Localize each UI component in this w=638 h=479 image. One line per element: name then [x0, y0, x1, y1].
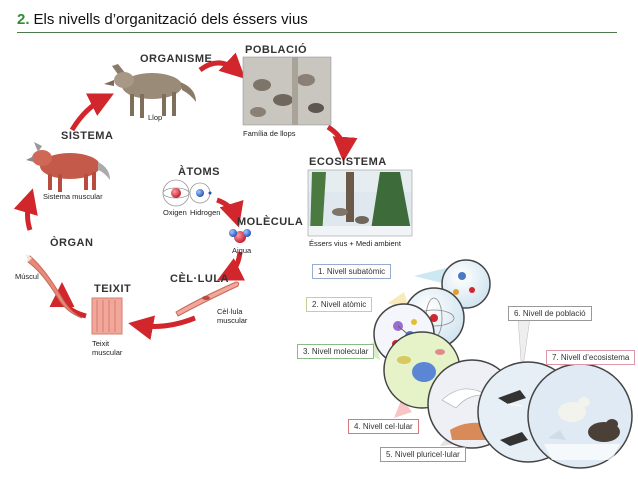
arrow-poblacio-ecosistema: [326, 124, 358, 162]
level-2-label: 2. Nivell atòmic: [306, 297, 373, 312]
level-6-label: 6. Nivell de població: [508, 306, 592, 321]
teixit-caption-line1: Teixit: [92, 339, 110, 348]
water-molecule-illustration: [229, 229, 251, 243]
atoms-illustration: [162, 179, 212, 207]
arrow-cellula-teixit: [128, 315, 196, 341]
level-4-label: 4. Nivell cel·lular: [348, 419, 419, 434]
ecosistema-heading: ECOSISTEMA: [309, 156, 387, 168]
atoms-hidrogen-label: Hidrogen: [190, 208, 221, 217]
poblacio-heading: POBLACIÓ: [245, 44, 308, 56]
molecula-heading: MOLÈCULA: [237, 216, 304, 228]
level-7-label: 7. Nivell d’ecosistema: [546, 350, 636, 365]
cycle-arrows: [13, 52, 358, 341]
levels-zoom-diagram: [362, 259, 633, 469]
organisme-caption: Llop: [148, 113, 163, 122]
atoms-oxigen-label: Oxigen: [163, 208, 187, 217]
ecosistema-caption: Éssers vius + Medi ambient: [309, 239, 401, 248]
ecosystem-photo: [307, 169, 413, 237]
teixit-caption-line2: muscular: [92, 348, 123, 357]
muscle-cell-illustration: [175, 281, 240, 317]
title-number: 2.: [17, 11, 30, 28]
cellula-caption-line2: muscular: [217, 316, 248, 325]
arrow-molecula-cellula: [217, 251, 246, 281]
title-text: Els nivells d’organització dels éssers v…: [33, 11, 308, 28]
muscular-wolf-illustration: [26, 142, 110, 192]
organ-caption: Múscul: [15, 272, 39, 281]
cellula-heading: CÈL·LULA: [170, 273, 229, 285]
arrow-atoms-molecula: [216, 197, 244, 228]
organisme-heading: ORGANISME: [140, 53, 213, 65]
tissue-illustration: [91, 297, 123, 335]
atoms-heading: ÀTOMS: [178, 166, 221, 178]
level-5-label: 5. Nivell pluricel·lular: [380, 447, 466, 462]
wolf-illustration: [104, 64, 196, 118]
title-underline: [17, 32, 617, 33]
arrow-organisme-poblacio: [198, 52, 246, 79]
sistema-heading: SISTEMA: [61, 130, 114, 142]
molecula-caption: Aigua: [232, 246, 252, 255]
sistema-caption: Sistema muscular: [43, 192, 103, 201]
page-title: 2.Els nivells d’organització dels éssers…: [17, 11, 308, 28]
teixit-heading: TEIXIT: [94, 283, 132, 295]
level-1-label: 1. Nivell subatòmic: [312, 264, 392, 279]
poblacio-caption: Família de llops: [243, 129, 296, 138]
cellula-caption-line1: Cèl·lula: [217, 307, 243, 316]
level-3-label: 3. Nivell molecular: [297, 344, 375, 359]
wolf-family-photo: [242, 56, 332, 126]
arrow-organ-sistema: [13, 188, 38, 231]
muscle-illustration: [26, 254, 83, 319]
arrow-sistema-organisme: [69, 93, 114, 132]
organ-heading: ÒRGAN: [50, 237, 94, 249]
